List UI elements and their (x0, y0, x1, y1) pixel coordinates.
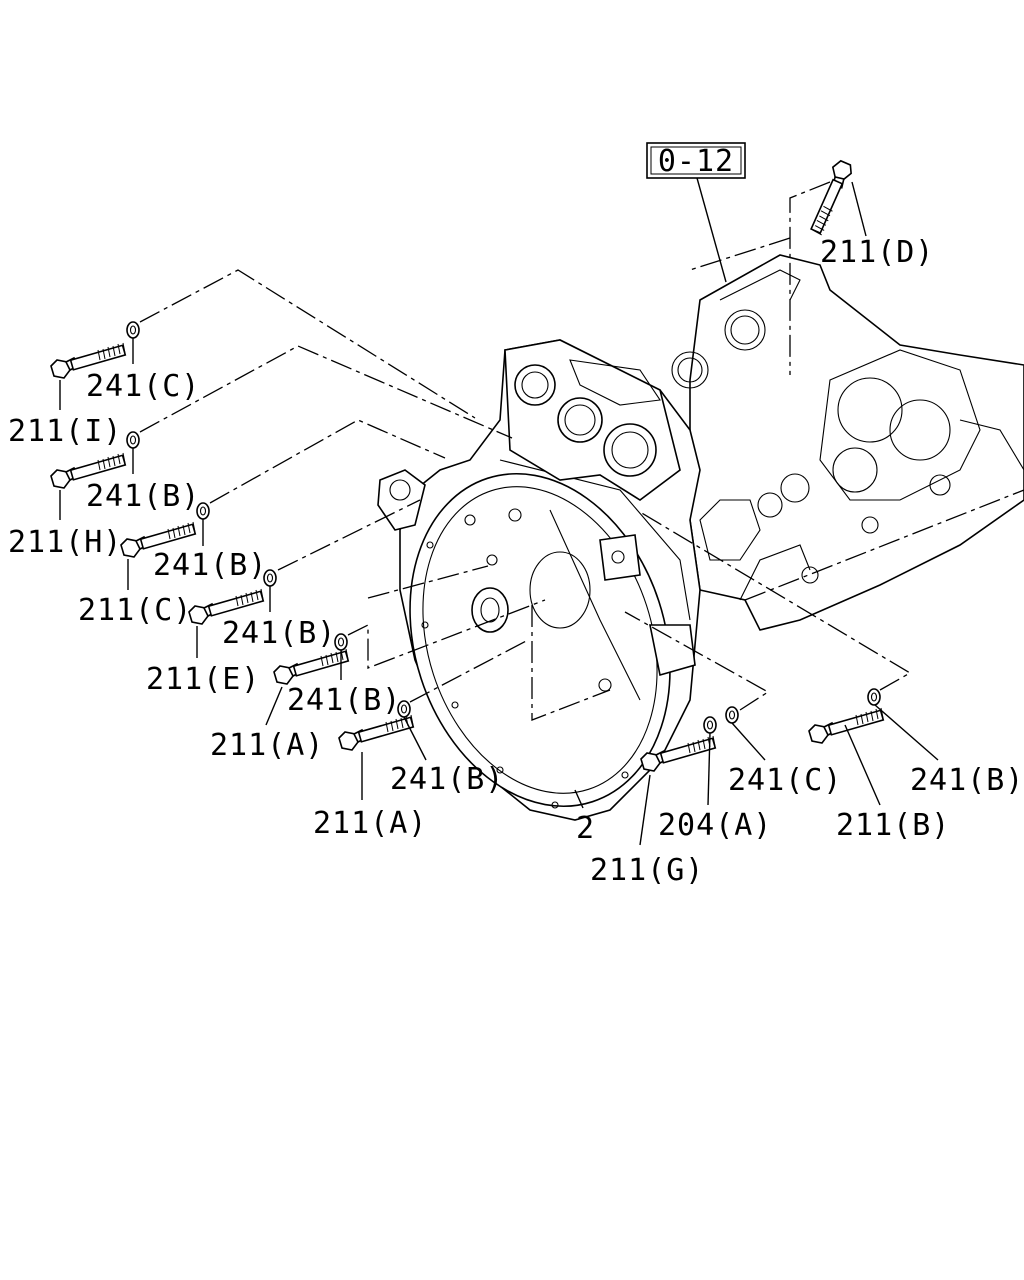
label-211-d: 211(D) (820, 235, 934, 270)
bolt-211-b (808, 707, 885, 744)
label-241-b-2: 241(B) (153, 548, 267, 583)
engine-block (671, 254, 1024, 631)
label-204-a: 204(A) (658, 808, 772, 843)
washer-241-c-2 (725, 706, 739, 724)
label-211-a-upper: 211(A) (210, 728, 324, 763)
washer-241-b-4 (334, 633, 348, 651)
reference-box-label: 0-12 (658, 144, 734, 179)
label-241-b-3: 241(B) (222, 616, 336, 651)
washer-204-a (703, 716, 717, 734)
label-241-b-6: 241(B) (910, 763, 1024, 798)
label-211-e: 211(E) (146, 662, 260, 697)
label-part-2: 2 (576, 811, 595, 846)
label-211-a-lower: 211(A) (313, 806, 427, 841)
bolt-211-a-upper (273, 648, 350, 685)
label-241-b-4: 241(B) (287, 683, 401, 718)
bolt-211-d (792, 156, 869, 238)
flywheel-housing (377, 339, 701, 821)
washer-241-b-1 (126, 431, 140, 449)
assembly-lines (139, 181, 912, 721)
leader-lines (59, 181, 939, 846)
label-241-b-1: 241(B) (86, 479, 200, 514)
label-211-h: 211(H) (8, 525, 122, 560)
label-241-b-5: 241(B) (390, 762, 504, 797)
washer-241-b-6 (867, 688, 881, 706)
label-211-c: 211(C) (78, 593, 192, 628)
label-211-b: 211(B) (836, 808, 950, 843)
label-241-c-2: 241(C) (728, 763, 842, 798)
washer-241-c-1 (126, 321, 140, 339)
label-211-i: 211(I) (8, 414, 122, 449)
reference-box: 0-12 (646, 142, 746, 283)
label-241-c-1: 241(C) (86, 369, 200, 404)
label-211-g: 211(G) (590, 853, 704, 888)
bolt-211-a-lower (338, 714, 415, 751)
callout-labels: 211(D) 241(C) 211(I) 241(B) 211(H) 241(B… (8, 235, 1024, 888)
